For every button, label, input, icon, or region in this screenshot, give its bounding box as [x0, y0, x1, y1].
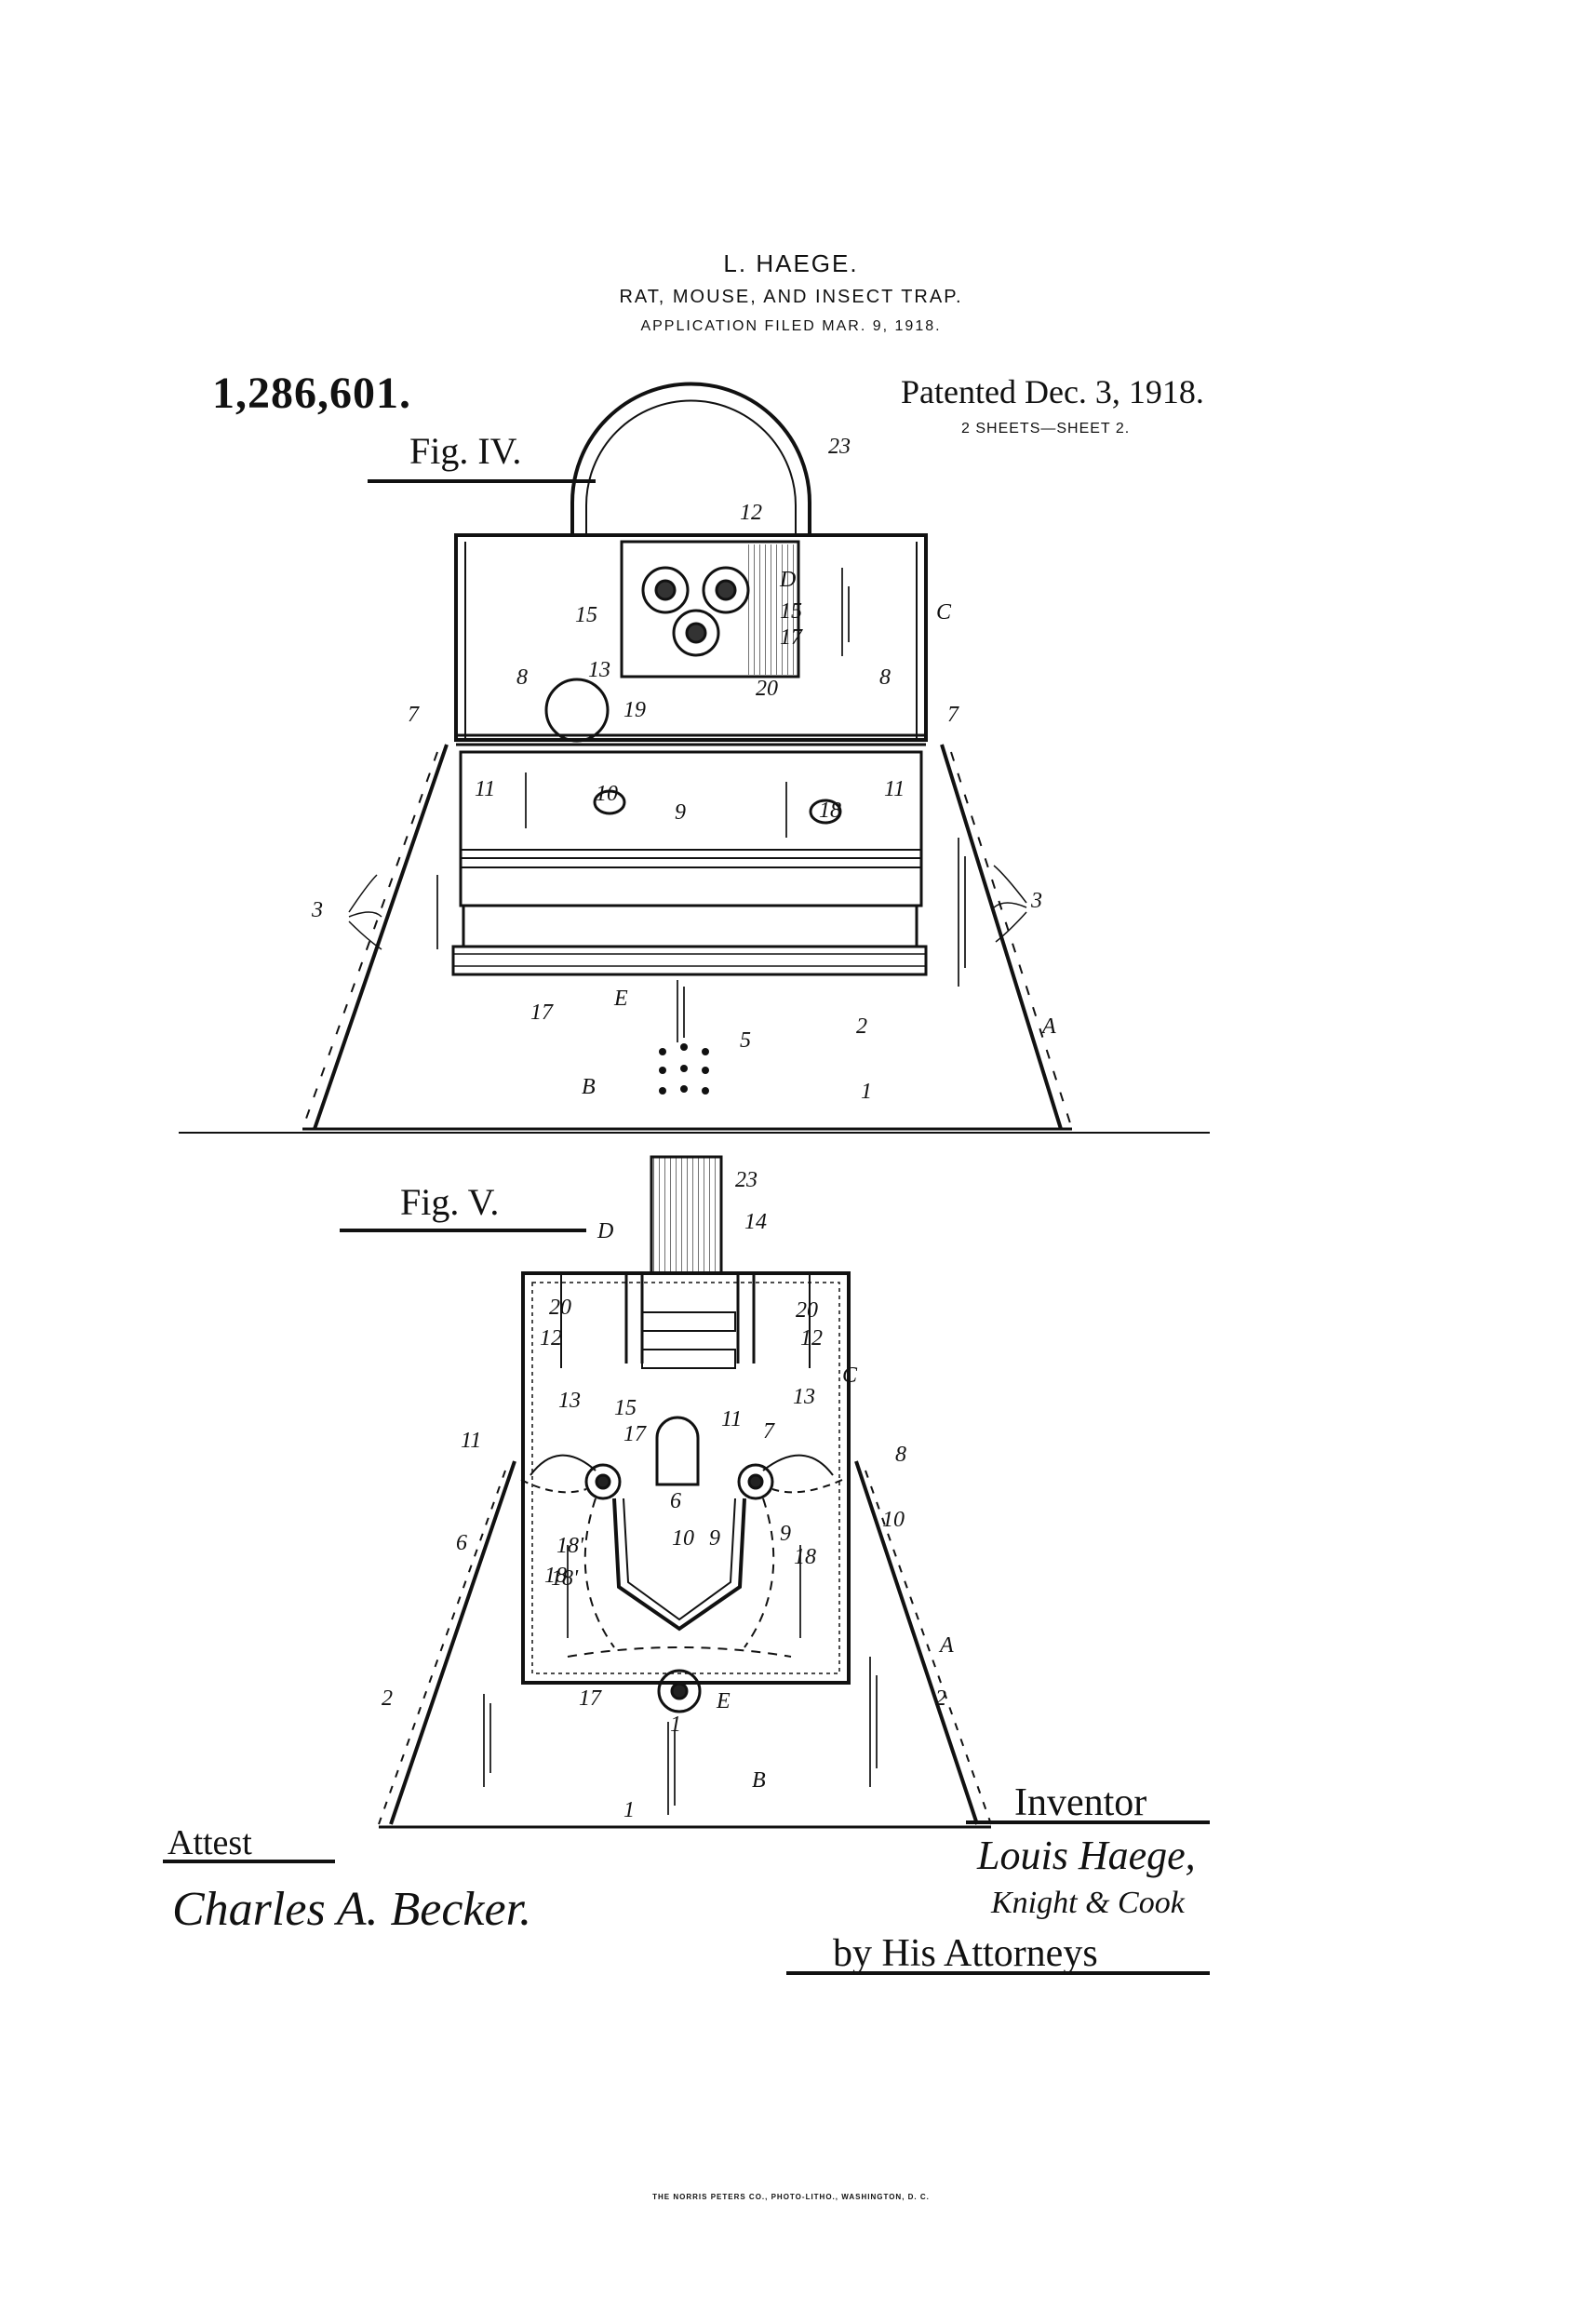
patented-date: Patented Dec. 3, 1918.	[901, 373, 1204, 410]
fig4-ref: 15	[780, 599, 802, 624]
fig5-ref: 12	[800, 1326, 823, 1350]
fig5-ref: 20	[796, 1298, 818, 1323]
fig5-ref: 14	[744, 1210, 767, 1234]
fig4-ref: 7	[408, 703, 420, 727]
fig4-ref: 23	[828, 435, 851, 459]
fig4-ref: 8	[516, 665, 528, 690]
printer-imprint: THE NORRIS PETERS CO., PHOTO-LITHO., WAS…	[652, 2193, 930, 2201]
fig5-ref: 11	[721, 1407, 742, 1431]
fig5-ref: 20	[549, 1296, 571, 1320]
fig4-ref: E	[613, 987, 628, 1011]
fig4-ref: 18	[819, 799, 841, 823]
fig4-ref: 8	[879, 665, 891, 690]
fig4-ref: 17	[780, 625, 803, 650]
fig4-ref: 19	[623, 698, 646, 722]
fig5-ref: C	[842, 1364, 858, 1388]
fig5-ref: 6	[456, 1531, 467, 1555]
fig4-ref: 10	[596, 782, 618, 806]
fig5-ref: 9	[780, 1522, 791, 1546]
inventor-label: Inventor	[1014, 1781, 1146, 1824]
figure-4: Fig. IV.	[179, 382, 1210, 1134]
fig5-ref: E	[716, 1689, 731, 1713]
sheet-count: 2 SHEETS—SHEET 2.	[961, 421, 1131, 437]
fig5-ref: 2	[382, 1686, 393, 1711]
fig4-ref: 12	[740, 501, 762, 525]
fig4-ref: 17	[530, 1001, 554, 1025]
fig4-ref: A	[1040, 1014, 1056, 1039]
fig4-ref: 9	[675, 800, 686, 825]
fig5-ref: 17	[579, 1686, 602, 1711]
fig4-ref: D	[779, 568, 796, 592]
fig4-ref: 5	[740, 1028, 751, 1053]
attorneys-label: by His Attorneys	[833, 1932, 1098, 1975]
fig5-ref: 2	[935, 1686, 946, 1711]
fig5-ref: B	[752, 1768, 766, 1793]
fig5-ref: 17	[623, 1422, 647, 1446]
fig4-ref: B	[582, 1075, 596, 1099]
fig5-ref: A	[938, 1633, 954, 1658]
inventor-signature: Louis Haege,	[976, 1833, 1196, 1878]
inventor-surname: L. HAEGE.	[723, 249, 859, 277]
fig5-ref: 10	[672, 1526, 694, 1551]
fig5-ref: 1	[670, 1713, 681, 1737]
fig5-ref: 9	[709, 1526, 720, 1551]
fig5-ref: 1	[623, 1798, 635, 1822]
fig4-ref: 3	[1030, 889, 1042, 913]
fig5-ref: 13	[793, 1385, 815, 1409]
fig5-ref: 18'	[556, 1534, 584, 1558]
fig4-ref: C	[936, 600, 952, 625]
fig4-ref: 13	[588, 658, 610, 682]
attorneys-signature: Knight & Cook	[990, 1886, 1186, 1920]
fig5-ref: 11	[461, 1429, 481, 1453]
fig4-ref: 3	[311, 898, 323, 922]
fig5-ref: D	[597, 1219, 613, 1243]
fig4-ref: 7	[947, 703, 959, 727]
figure-5: Fig. V.	[340, 1155, 992, 1829]
fig5-ref: 13	[558, 1389, 581, 1413]
fig5-ref: 12	[540, 1326, 562, 1350]
fig5-ref: 7	[763, 1419, 775, 1444]
fig5-ref: 23	[735, 1168, 757, 1192]
attest-label: Attest	[168, 1823, 252, 1862]
fig5-ref: 18	[544, 1564, 567, 1588]
fig4-ref: 15	[575, 603, 597, 627]
fig5-ref: 18	[794, 1545, 816, 1569]
fig4-ref: 11	[475, 777, 495, 801]
fig5-ref: 10	[882, 1508, 905, 1532]
fig5-ref: 18'	[551, 1566, 579, 1591]
signature-block: Attest Charles A. Becker. Inventor Louis…	[163, 1781, 1210, 1975]
fig5-ref: 8	[895, 1443, 906, 1467]
patent-number: 1,286,601.	[212, 369, 411, 418]
fig4-label: Fig. IV.	[409, 430, 521, 472]
patent-title: RAT, MOUSE, AND INSECT TRAP.	[619, 287, 963, 307]
fig4-ref: 2	[856, 1014, 867, 1039]
fig4-ref: 1	[861, 1080, 872, 1104]
witness-signature: Charles A. Becker.	[172, 1883, 531, 1936]
fig5-label: Fig. V.	[400, 1181, 499, 1223]
fig5-ref: 6	[670, 1489, 681, 1513]
fig4-ref: 20	[756, 677, 778, 701]
application-date: APPLICATION FILED MAR. 9, 1918.	[640, 318, 942, 334]
fig5-ref: 15	[614, 1396, 637, 1420]
fig4-ref: 11	[884, 777, 905, 801]
